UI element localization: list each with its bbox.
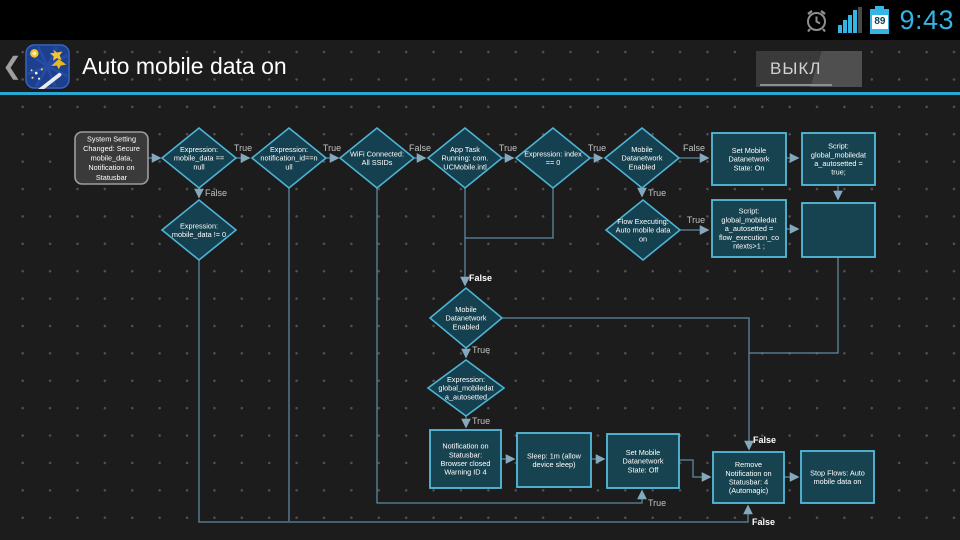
node-action-empty[interactable] [801, 202, 876, 258]
condition-shape [426, 359, 506, 417]
condition-shape [426, 126, 504, 190]
edge-label-false: False [753, 435, 776, 445]
edge-connector [465, 188, 554, 239]
action-shape [711, 132, 787, 186]
toggle-underline [760, 84, 832, 86]
action-shape [801, 132, 876, 186]
edge-connector [198, 260, 753, 523]
action-shape [712, 451, 785, 504]
edge-label-false: False [205, 188, 227, 198]
action-shape [801, 202, 876, 258]
signal-strength-icon [838, 7, 863, 33]
condition-shape [250, 126, 328, 190]
condition-shape [604, 198, 682, 262]
edge-label-false: False [752, 517, 775, 527]
condition-shape [514, 126, 592, 190]
edge-label-true: True [472, 416, 490, 426]
edge-connector [376, 188, 647, 504]
battery-icon: 89 [870, 6, 890, 34]
node-label: Expression: index== 0 [524, 149, 582, 167]
edge-label-false: False [409, 143, 431, 153]
node-cond-wifi-connected[interactable]: WiFi Connected:All SSIDs [338, 126, 416, 190]
edge-label-true: True [323, 143, 341, 153]
battery-percent: 89 [871, 15, 888, 29]
action-shape [516, 432, 592, 488]
action-shape [800, 450, 875, 504]
page-title: Auto mobile data on [82, 52, 287, 79]
edge-label-true: True [648, 498, 666, 508]
clock-time: 9:43 [899, 4, 954, 35]
trigger-shape [74, 131, 149, 185]
condition-shape [428, 286, 504, 350]
edge-label-true: True [234, 143, 252, 153]
edge-label-true: True [687, 215, 705, 225]
action-bar: ❮ Auto mobile data on ВЫКЛ [0, 40, 960, 95]
edge-connector [749, 257, 839, 354]
action-shape [429, 429, 502, 489]
status-bar: 89 9:43 [0, 0, 960, 40]
action-shape [606, 433, 680, 489]
edge-label-false: False [683, 143, 705, 153]
node-cond-mobile-data-not-zero[interactable]: Expression:mobile_data != 0 [160, 198, 238, 262]
node-label: Expression:mobile_data ==null [174, 145, 224, 171]
node-cond-index-zero[interactable]: Expression: index== 0 [514, 126, 592, 190]
edge-label-false: False [469, 273, 492, 283]
node-label: Expression:mobile_data != 0 [172, 221, 226, 239]
condition-shape [603, 126, 681, 190]
toggle-label: ВЫКЛ [770, 59, 822, 78]
alarm-clock-icon [807, 9, 827, 32]
action-shape [711, 199, 787, 258]
edge-label-true: True [588, 143, 606, 153]
node-cond-mobile-data-null[interactable]: Expression:mobile_data ==null [160, 126, 238, 190]
edge-connector [679, 459, 712, 482]
edge-label-true: True [499, 143, 517, 153]
node-label: WiFi Connected:All SSIDs [350, 149, 404, 167]
edge-label-true: True [472, 345, 490, 355]
condition-shape [160, 198, 238, 262]
back-chevron-icon[interactable]: ❮ [2, 52, 23, 80]
flow-enabled-toggle[interactable]: ВЫКЛ [756, 51, 862, 87]
edge-connector [502, 317, 754, 451]
app-icon[interactable] [25, 43, 70, 89]
condition-shape [160, 126, 238, 190]
condition-shape [338, 126, 416, 190]
edge-label-true: True [648, 188, 666, 198]
